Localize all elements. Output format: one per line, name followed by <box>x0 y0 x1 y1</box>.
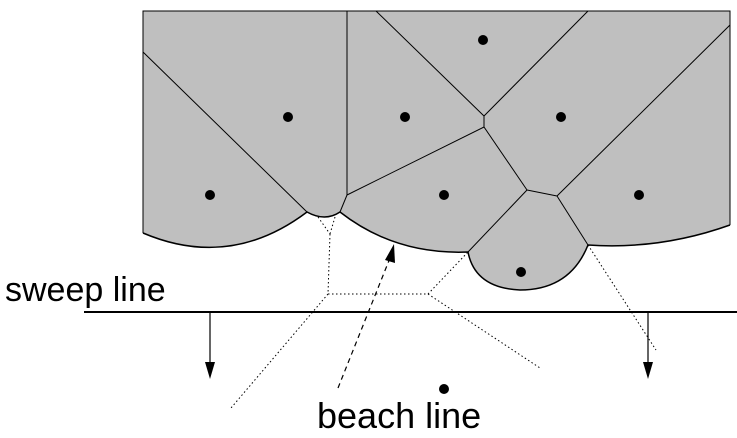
site-point <box>439 384 449 394</box>
site-point <box>205 190 215 200</box>
future-edge <box>317 216 331 235</box>
voronoi-edge <box>142 51 308 213</box>
voronoi-edge <box>556 195 589 246</box>
voronoi-edge <box>346 126 485 196</box>
voronoi-edge <box>483 126 528 191</box>
voronoi-edge <box>467 189 528 253</box>
site-point <box>634 190 644 200</box>
beach-line-pointer-head <box>385 244 395 263</box>
voronoi-edges <box>142 10 731 253</box>
site-point <box>478 35 488 45</box>
future-edge <box>327 233 331 295</box>
sites <box>205 35 644 394</box>
site-point <box>400 112 410 122</box>
future-edge <box>329 216 336 235</box>
voronoi-edge <box>526 189 558 197</box>
site-point <box>283 112 293 122</box>
site-point <box>516 267 526 277</box>
beach-line <box>142 211 731 291</box>
beach-line-pointer-shaft <box>337 257 391 389</box>
site-point <box>556 112 566 122</box>
beach-line-label: beach line <box>317 395 481 436</box>
sweep-line-label: sweep line <box>5 271 166 309</box>
voronoi-edge <box>339 194 348 213</box>
sweep-direction-arrows <box>205 313 653 379</box>
future-edge <box>587 244 657 351</box>
future-edge <box>427 251 469 295</box>
region-outer-boundary <box>142 10 731 233</box>
sweep-arrow-left-head <box>205 362 215 379</box>
future-edge <box>427 293 541 369</box>
sweep-arrow-right-head <box>643 362 653 379</box>
beach-line-pointer <box>337 244 395 389</box>
site-point <box>439 190 449 200</box>
voronoi-edge <box>483 10 589 117</box>
voronoi-edge <box>375 10 485 117</box>
voronoi-edge <box>556 24 731 197</box>
